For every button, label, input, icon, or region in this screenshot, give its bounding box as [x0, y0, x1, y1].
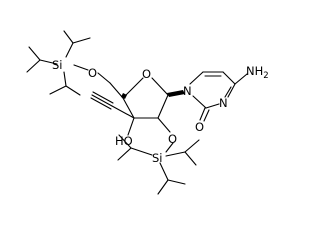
bond-oring-c1 — [151, 77, 169, 96]
bond-si-ipr-down — [63, 71, 67, 87]
bond-ipr-right-me2 — [184, 151, 197, 166]
bond-c3-c4 — [122, 97, 135, 119]
bond-si-ipr-left — [130, 147, 153, 156]
nh2-text: NH — [246, 64, 263, 78]
bond-ipr-left-me2 — [117, 147, 132, 161]
atom-ho: HO — [115, 134, 133, 148]
bond-si-ipr-up — [65, 42, 74, 58]
atom-nh2: NH2 — [246, 64, 269, 81]
bond-c4-stereo — [121, 93, 127, 99]
bond-ipr-down-me1 — [157, 179, 169, 195]
top-triisopropylsilyl-group — [26, 30, 91, 96]
cytosine-ring — [189, 71, 248, 122]
bond-c3-ethynyl — [111, 105, 135, 119]
nh2-subscript: 2 — [263, 71, 268, 81]
bond-ipr-up-me1 — [63, 30, 74, 44]
bond-si-ipr-left — [39, 59, 58, 65]
bond-ipr-down-me1 — [49, 85, 67, 95]
bottom-triisopropylsilyl-group — [117, 134, 200, 195]
bond-c4-oring — [122, 77, 144, 99]
bond-c5-c4 — [222, 71, 236, 85]
bond-si-o — [73, 64, 89, 71]
bond-triple-3 — [90, 97, 112, 110]
bond-ipr-down-me2 — [65, 85, 81, 96]
bond-c2-o — [199, 107, 206, 121]
bond-o2-si — [165, 142, 174, 153]
bond-c1-n1-wedge — [167, 90, 185, 97]
bond-c1-c2 — [157, 94, 169, 119]
bond-triple-1 — [91, 94, 113, 107]
bond-si-ipr-down — [159, 162, 169, 181]
bond-o-ch2 — [97, 72, 111, 84]
bond-ipr-right-me1 — [184, 139, 200, 153]
bond-n1-c6 — [189, 71, 204, 85]
bond-c3-oh — [127, 117, 135, 136]
bond-n3-c2 — [205, 103, 220, 109]
atom-n1: N — [183, 84, 192, 98]
furanose-ring — [122, 77, 169, 119]
bond-ipr-left-me1 — [118, 134, 132, 149]
ethynyl-group — [90, 91, 135, 119]
atom-si-bottom: Si — [152, 151, 163, 165]
atom-si-top: Si — [52, 58, 63, 72]
atom-o-2prime: O — [168, 132, 177, 146]
bond-ipr-left-me2 — [26, 59, 41, 73]
bond-ipr-down-me2 — [167, 179, 186, 185]
bond-si-ipr-right — [165, 151, 186, 157]
bond-c2-o-double — [203, 109, 210, 122]
bond-c2-n1 — [192, 95, 207, 109]
bond-c4-n3 — [227, 83, 236, 98]
atom-n3: N — [219, 96, 228, 110]
atom-o-ring: O — [142, 67, 151, 81]
bond-c4-nh2 — [234, 73, 248, 85]
bond-triple-2 — [92, 91, 114, 104]
bond-c4-n3-double — [224, 86, 232, 98]
bond-ch2-c4 — [109, 82, 124, 99]
chemical-structure-diagram: Si O O N NH2 N O HO O Si — [26, 30, 269, 195]
bond-ipr-up-me2 — [72, 37, 91, 44]
bond-ipr-left-me1 — [28, 46, 41, 61]
bond-c2-o2 — [157, 117, 171, 133]
atom-o-carbonyl: O — [195, 120, 204, 134]
atom-o-silyl-ether: O — [88, 66, 97, 80]
